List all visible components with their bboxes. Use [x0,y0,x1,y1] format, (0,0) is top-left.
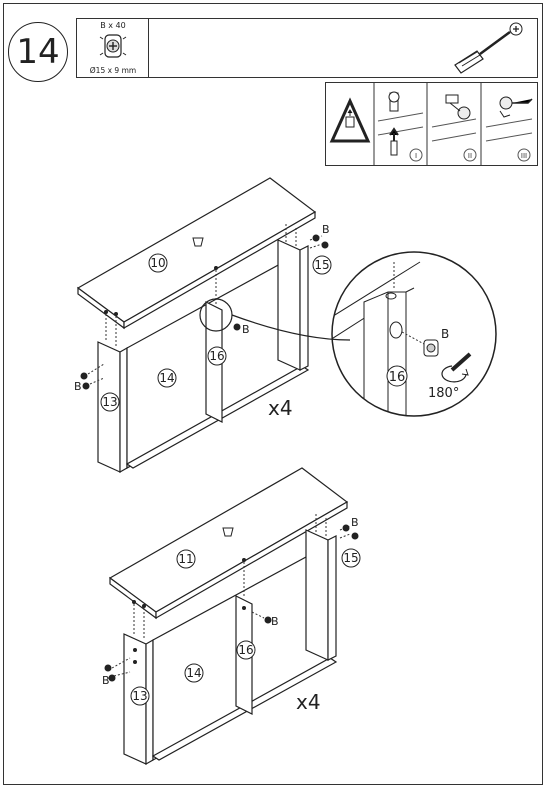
warning-icon [329,83,375,165]
screwdriver-icon [454,22,523,74]
hint-label-2: II [468,152,472,160]
hint-box: I II III [325,82,538,166]
hint-illustration-1: I [377,83,428,165]
cam-lock-icon [99,34,127,58]
part-quantity: B x 40 [100,21,126,30]
step-number: 14 [8,22,68,82]
parts-box: B x 40 Ø15 x 9 mm [76,18,538,78]
parts-cell-b: B x 40 Ø15 x 9 mm [77,19,149,77]
hint-label-3: III [521,152,527,160]
hint-illustration-3: III [485,96,533,162]
page-frame [3,3,543,785]
hint-label-1: I [415,152,417,160]
part-size: Ø15 x 9 mm [89,66,137,75]
hint-illustration-2: II [431,83,482,165]
